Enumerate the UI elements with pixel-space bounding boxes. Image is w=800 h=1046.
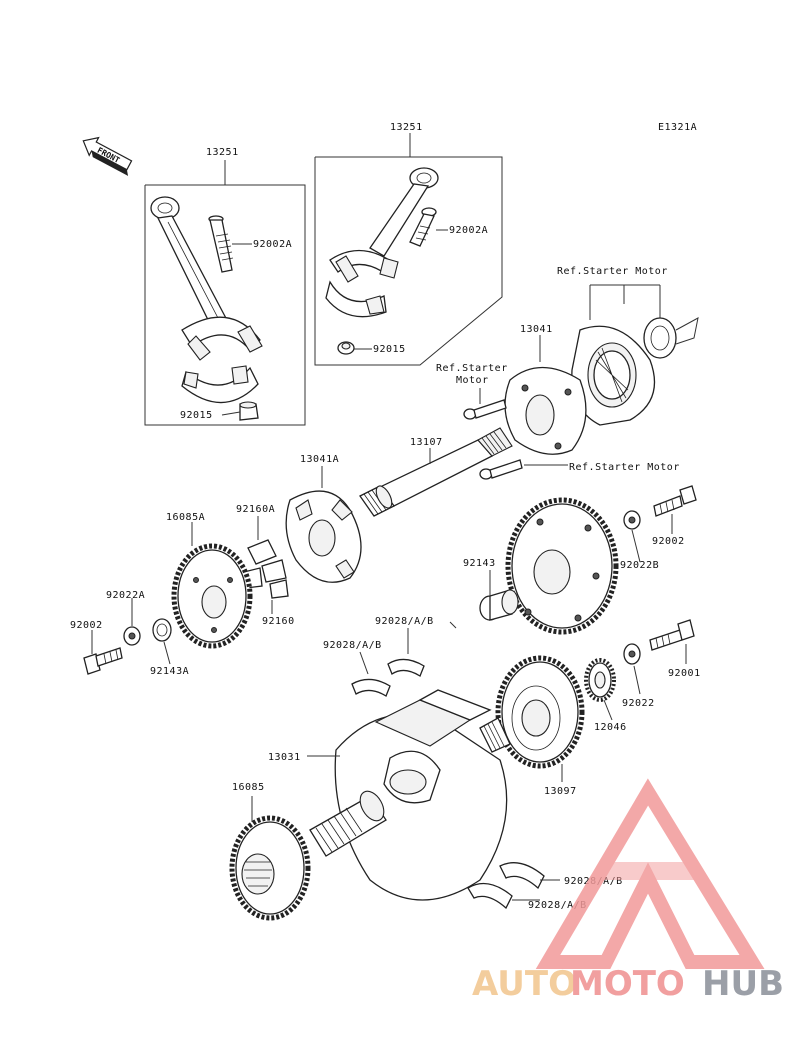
callout-92160: 92160 <box>262 616 295 627</box>
rod-nut-left <box>239 401 259 421</box>
starter-bolt-lower <box>479 459 523 480</box>
callout-92028-a: 92028/A/B <box>375 616 434 627</box>
gear-16085A <box>171 543 253 649</box>
starter-bolt-upper <box>463 399 507 420</box>
callout-92022A: 92022A <box>106 590 145 601</box>
front-arrow-icon: FRONT <box>82 136 133 176</box>
crankshaft <box>309 689 511 901</box>
callout-13251-left: 13251 <box>206 147 239 158</box>
bolt-92001 <box>649 619 695 651</box>
bushing-92143 <box>479 589 519 621</box>
callout-ref-starter-2b: Motor <box>456 375 489 386</box>
conrod-box-left: 13251 92002A 92015 <box>144 147 306 426</box>
callout-92143: 92143 <box>463 558 496 569</box>
starter-clutch-housing <box>571 325 656 426</box>
watermark-hub: HUB <box>702 964 784 1004</box>
callout-92002A-left: 92002A <box>253 239 292 250</box>
callout-12046: 12046 <box>594 722 627 733</box>
callout-ref-starter-1: Ref.Starter Motor <box>557 266 668 277</box>
callout-92022: 92022 <box>622 698 655 709</box>
callout-ref-starter-2a: Ref.Starter <box>436 363 508 374</box>
bolt-92002-top <box>653 485 697 517</box>
callout-92028-d: 92028/A/B <box>528 900 587 911</box>
starter-clutch-plate <box>504 367 587 455</box>
watermark-auto: AUTO <box>472 964 577 1004</box>
gear-13097 <box>495 655 585 769</box>
callout-92002-left: 92002 <box>70 620 103 631</box>
gear-16085 <box>229 815 311 921</box>
damper-hub <box>285 490 362 583</box>
bearing-shell-lower-b <box>467 882 513 910</box>
bolt-92002-left <box>83 647 123 675</box>
callout-92002-top: 92002 <box>652 536 685 547</box>
callout-13041A: 13041A <box>300 454 339 465</box>
connecting-rod-left <box>150 196 263 404</box>
starter-gear-large <box>505 497 619 635</box>
callout-92001: 92001 <box>668 668 701 679</box>
callout-13097: 13097 <box>544 786 577 797</box>
callout-92015-left: 92015 <box>180 410 213 421</box>
rod-bolt-left <box>208 215 252 273</box>
callout-92015-right: 92015 <box>373 344 406 355</box>
callout-13251-right: 13251 <box>390 122 423 133</box>
washer-92022B <box>623 510 641 530</box>
callout-13107: 13107 <box>410 437 443 448</box>
bearing-shell-upper-a <box>387 658 425 677</box>
connecting-rod-right <box>325 167 439 318</box>
callout-92160A: 92160A <box>236 504 275 515</box>
rod-bolt-right <box>409 207 437 247</box>
washer-92022 <box>623 643 641 665</box>
callout-92028-b: 92028/A/B <box>323 640 382 651</box>
callout-16085A: 16085A <box>166 512 205 523</box>
callout-13041: 13041 <box>520 324 553 335</box>
callout-92002A-right: 92002A <box>449 225 488 236</box>
rod-nut-right <box>337 341 355 355</box>
watermark-logo: AUTO MOTO HUB <box>472 778 784 1004</box>
conrod-box-right: 13251 92002A 92015 <box>314 122 503 366</box>
callout-13031: 13031 <box>268 752 301 763</box>
bushing-92143A <box>152 618 172 642</box>
diagram-code: E1321A <box>658 122 697 133</box>
bearing-shell-upper-b <box>351 678 391 697</box>
washer-92022A <box>123 626 141 646</box>
callout-92022B: 92022B <box>620 560 659 571</box>
callout-16085: 16085 <box>232 782 265 793</box>
watermark-moto: MOTO <box>570 964 685 1004</box>
starter-seal-ring <box>643 317 677 359</box>
sprocket-12046 <box>584 658 616 702</box>
bearing-shell-lower-a <box>499 862 545 890</box>
callout-92143A: 92143A <box>150 666 189 677</box>
callout-ref-starter-3: Ref.Starter Motor <box>569 462 680 473</box>
starter-shaft <box>359 427 513 517</box>
